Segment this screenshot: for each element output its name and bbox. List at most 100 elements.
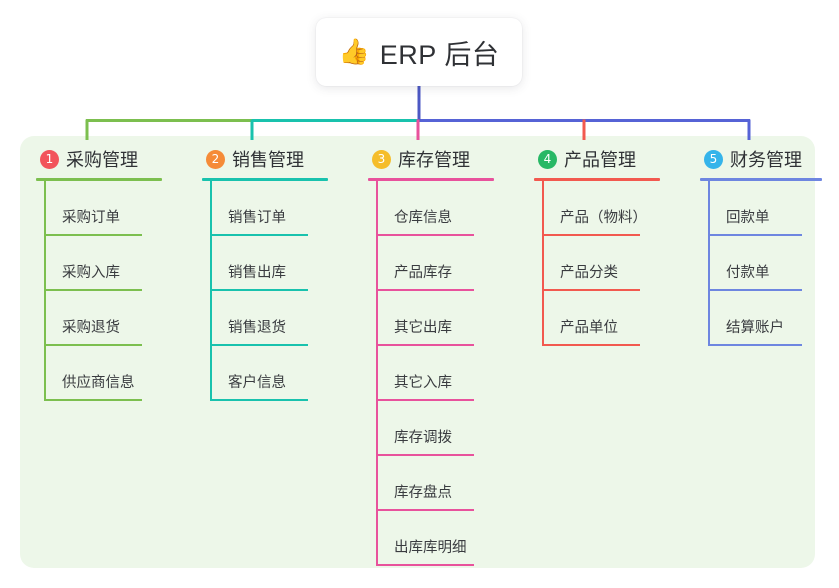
branch-item[interactable]: 销售订单 xyxy=(188,181,338,236)
branch-header-1[interactable]: 1 采购管理 xyxy=(22,147,172,171)
branch-item-label: 销售退货 xyxy=(228,320,286,336)
branch-spine xyxy=(44,181,46,401)
branch-item[interactable]: 库存调拨 xyxy=(354,401,504,456)
branch-item-list: 回款单付款单结算账户 xyxy=(686,181,816,346)
branch-item-label: 出库库明细 xyxy=(394,540,467,556)
branch-spine xyxy=(542,181,544,346)
branch-item-label: 仓库信息 xyxy=(394,210,452,226)
branch-item-label: 销售出库 xyxy=(228,265,286,281)
branch-item[interactable]: 销售退货 xyxy=(188,291,338,346)
branch-item-label: 采购入库 xyxy=(62,265,120,281)
branch-item[interactable]: 采购入库 xyxy=(22,236,172,291)
branch-item-rule xyxy=(376,564,474,566)
branch-item[interactable]: 其它入库 xyxy=(354,346,504,401)
branch-item[interactable]: 回款单 xyxy=(686,181,816,236)
branch-item[interactable]: 出库库明细 xyxy=(354,511,504,566)
branch-item-rule xyxy=(542,289,640,291)
branch-number-badge: 4 xyxy=(538,149,557,169)
branch-item-rule xyxy=(210,234,308,236)
branch-item-label: 采购订单 xyxy=(62,210,120,226)
root-node[interactable]: 👍 ERP 后台 xyxy=(316,18,522,86)
branch-title: 销售管理 xyxy=(232,150,304,170)
branch-number-badge: 2 xyxy=(206,149,225,169)
branch-header-3[interactable]: 3 库存管理 xyxy=(354,147,504,171)
branch-item[interactable]: 其它出库 xyxy=(354,291,504,346)
branch-item[interactable]: 供应商信息 xyxy=(22,346,172,401)
branch-title: 库存管理 xyxy=(398,150,470,170)
branches-panel xyxy=(20,136,815,568)
branch-item-label: 产品单位 xyxy=(560,320,618,336)
branch-header-4[interactable]: 4 产品管理 xyxy=(520,147,670,171)
branch-spine xyxy=(210,181,212,401)
branch-item[interactable]: 采购退货 xyxy=(22,291,172,346)
branch-item-rule xyxy=(210,344,308,346)
branch-item[interactable]: 产品（物料） xyxy=(520,181,670,236)
branch-item-rule xyxy=(44,344,142,346)
branch-item-rule xyxy=(376,234,474,236)
branch-title: 产品管理 xyxy=(564,150,636,170)
branch-header-rule xyxy=(368,178,494,181)
branch-spine xyxy=(376,181,378,566)
branch-item[interactable]: 库存盘点 xyxy=(354,456,504,511)
branch-column-5: 5 财务管理回款单付款单结算账户 xyxy=(686,147,822,346)
branch-spine xyxy=(708,181,710,346)
branch-item-rule xyxy=(44,234,142,236)
branch-item[interactable]: 仓库信息 xyxy=(354,181,504,236)
branch-item-label: 库存盘点 xyxy=(394,485,452,501)
branch-item[interactable]: 结算账户 xyxy=(686,291,816,346)
branch-item-label: 结算账户 xyxy=(726,320,784,336)
branch-header-rule xyxy=(700,178,822,181)
branch-number-badge: 3 xyxy=(372,149,391,169)
branch-title: 采购管理 xyxy=(66,150,138,170)
branch-header-2[interactable]: 2 销售管理 xyxy=(188,147,338,171)
branch-item-label: 其它入库 xyxy=(394,375,452,391)
branch-header-rule xyxy=(36,178,162,181)
branch-header-rule xyxy=(202,178,328,181)
branch-number-badge: 5 xyxy=(704,149,723,169)
branch-item[interactable]: 采购订单 xyxy=(22,181,172,236)
branch-item-rule xyxy=(376,509,474,511)
branch-item[interactable]: 产品单位 xyxy=(520,291,670,346)
branch-title: 财务管理 xyxy=(730,150,802,170)
branch-header-rule xyxy=(534,178,660,181)
branch-item-label: 供应商信息 xyxy=(62,375,135,391)
branch-item-label: 付款单 xyxy=(726,265,770,281)
branch-item-list: 仓库信息产品库存其它出库其它入库库存调拨库存盘点出库库明细 xyxy=(354,181,504,566)
thumbs-up-icon: 👍 xyxy=(338,37,370,66)
branch-item-rule xyxy=(708,289,802,291)
branch-item[interactable]: 客户信息 xyxy=(188,346,338,401)
branch-column-4: 4 产品管理产品（物料） 产品分类产品单位 xyxy=(520,147,670,346)
branch-item-rule xyxy=(210,289,308,291)
branch-item-rule xyxy=(542,344,640,346)
branch-item-rule xyxy=(44,289,142,291)
branch-item-rule xyxy=(708,344,802,346)
branch-item-label: 回款单 xyxy=(726,210,770,226)
branch-item-label: 采购退货 xyxy=(62,320,120,336)
branch-number-badge: 1 xyxy=(40,149,59,169)
branch-column-2: 2 销售管理销售订单销售出库销售退货客户信息 xyxy=(188,147,338,401)
branch-item-rule xyxy=(376,289,474,291)
branch-item[interactable]: 付款单 xyxy=(686,236,816,291)
branch-item-label: 产品分类 xyxy=(560,265,618,281)
root-title: ERP 后台 xyxy=(379,39,500,70)
branch-item-label: 产品库存 xyxy=(394,265,452,281)
branch-item-rule xyxy=(708,234,802,236)
branch-item[interactable]: 销售出库 xyxy=(188,236,338,291)
branch-item[interactable]: 产品库存 xyxy=(354,236,504,291)
branch-item-label: 库存调拨 xyxy=(394,430,452,446)
branch-item-list: 销售订单销售出库销售退货客户信息 xyxy=(188,181,338,401)
branch-item-rule xyxy=(376,454,474,456)
branch-item-rule xyxy=(376,344,474,346)
branch-header-5[interactable]: 5 财务管理 xyxy=(686,147,816,171)
branch-item-label: 产品（物料） xyxy=(560,210,647,226)
branch-item-rule xyxy=(376,399,474,401)
branch-item-label: 销售订单 xyxy=(228,210,286,226)
branch-item-list: 采购订单采购入库采购退货供应商信息 xyxy=(22,181,172,401)
branch-item-list: 产品（物料） 产品分类产品单位 xyxy=(520,181,670,346)
branch-item-label: 客户信息 xyxy=(228,375,286,391)
branch-item-rule xyxy=(542,234,640,236)
branch-column-3: 3 库存管理仓库信息产品库存其它出库其它入库库存调拨库存盘点出库库明细 xyxy=(354,147,504,566)
branch-item-label: 其它出库 xyxy=(394,320,452,336)
branch-item[interactable]: 产品分类 xyxy=(520,236,670,291)
